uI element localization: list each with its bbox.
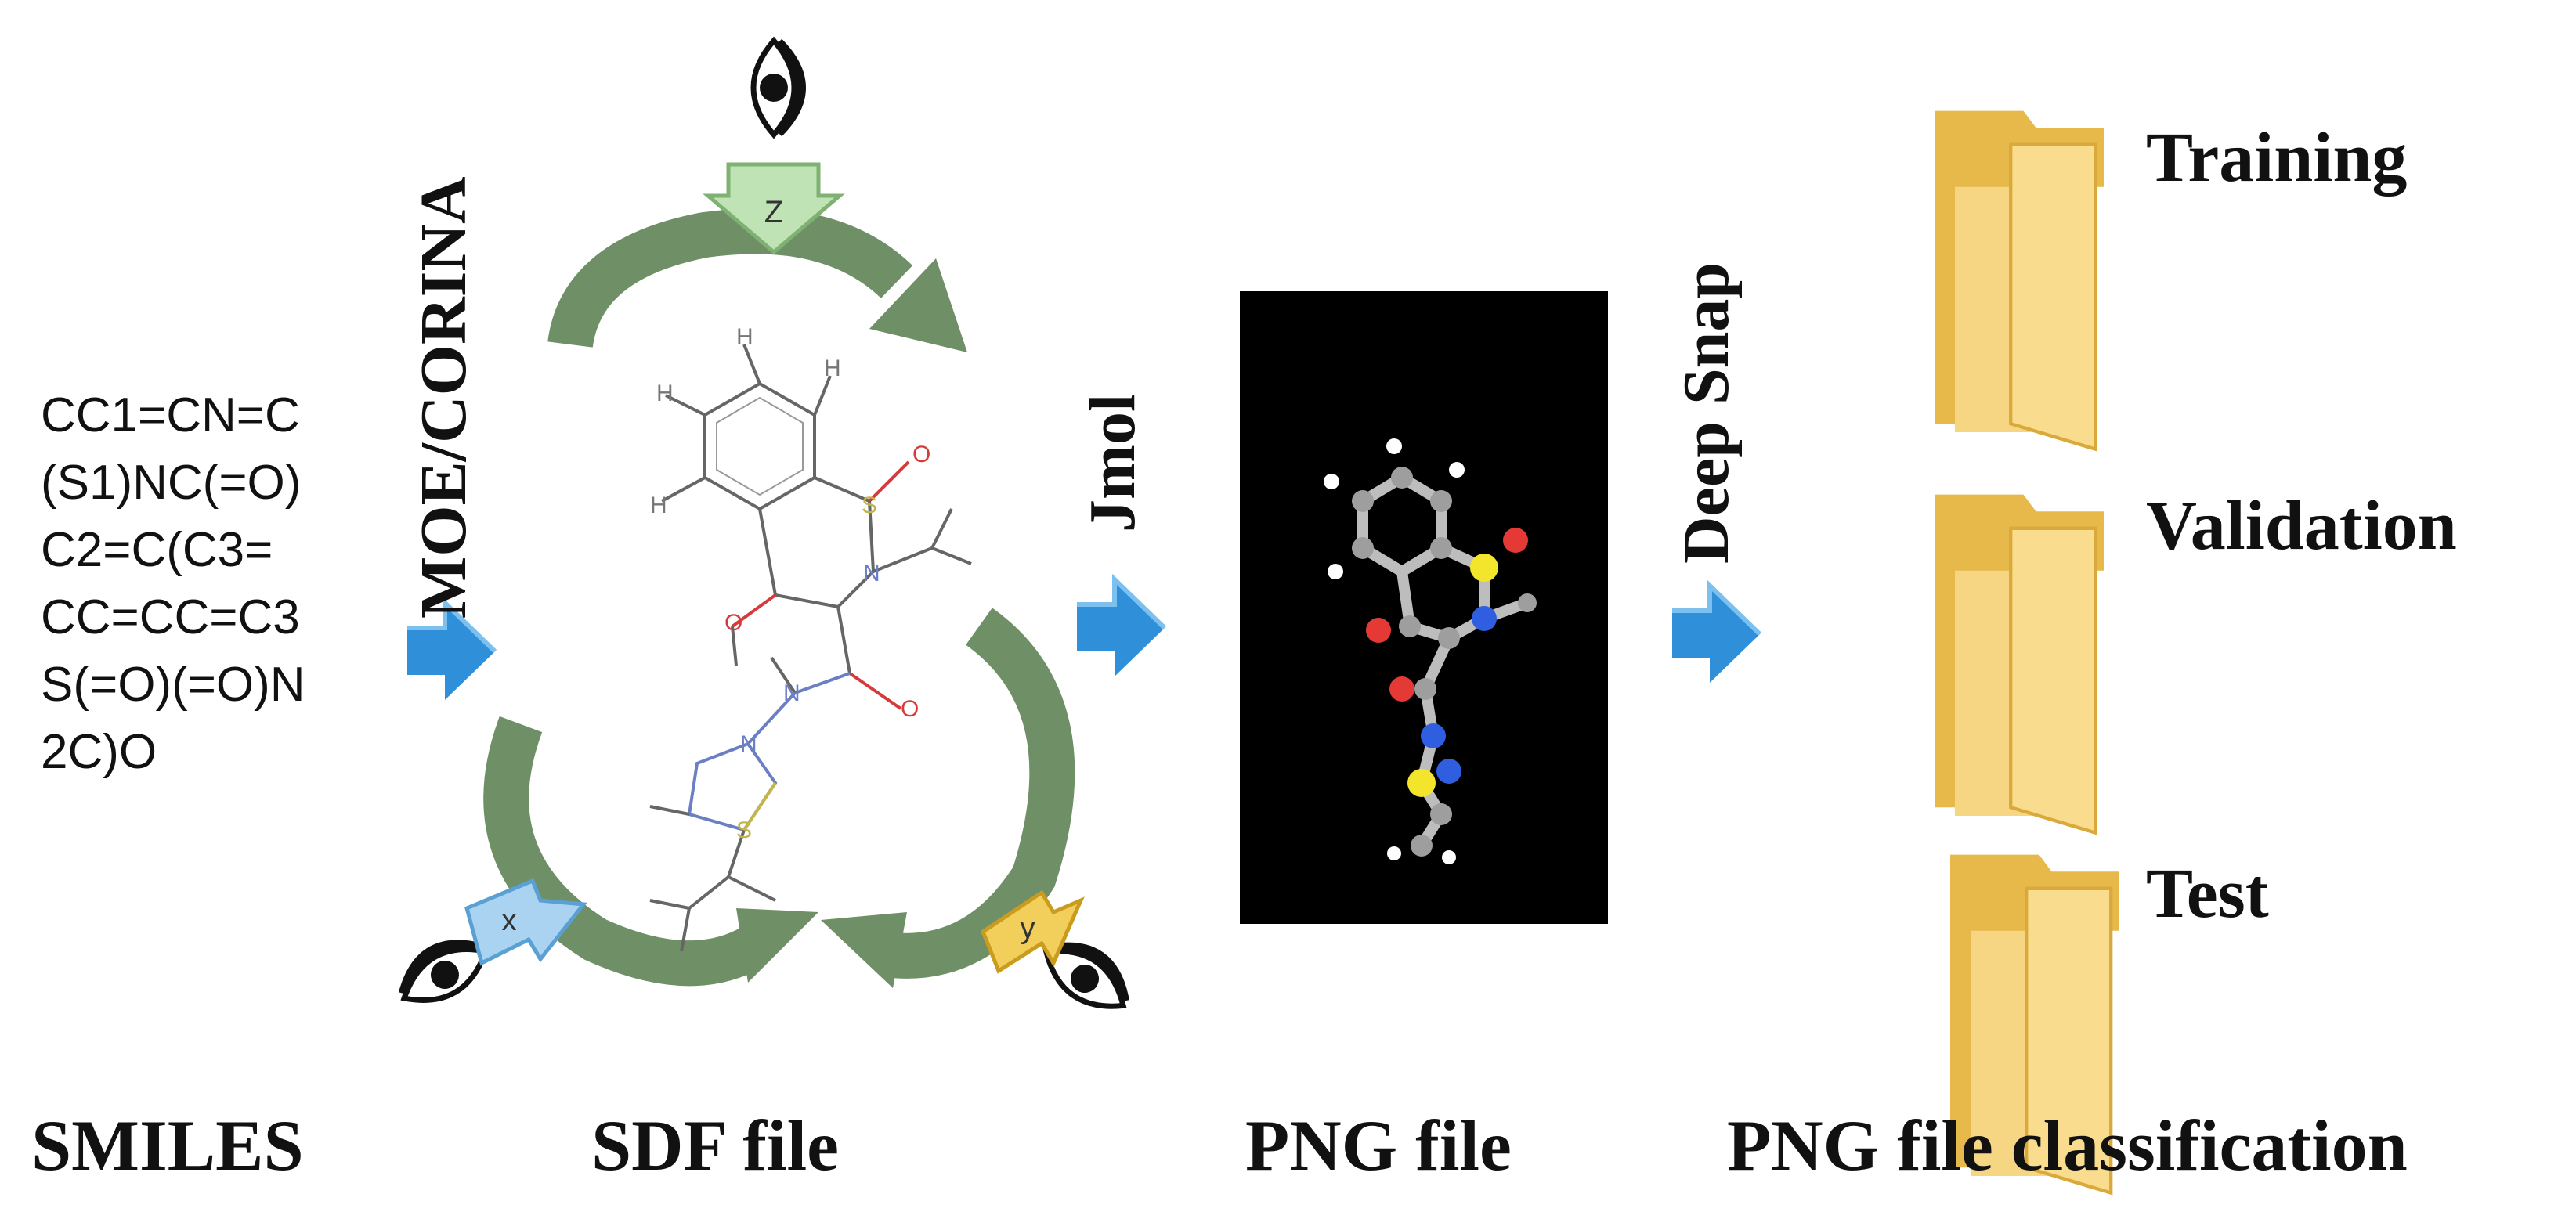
atom-label-hydrogen: H (650, 492, 667, 518)
sdf-molecule (649, 344, 972, 952)
smiles-line: CC1=CN=C (41, 388, 300, 442)
caption-png-classification: PNG file classification (1727, 1106, 2408, 1185)
smiles-line: 2C)O (41, 725, 157, 779)
eye-icon (753, 41, 801, 135)
atom-label-hydrogen: H (824, 355, 841, 381)
atom-label-sulfur: S (862, 492, 877, 518)
folder-label-validation: Validation (2146, 487, 2457, 565)
folder-icon (1935, 111, 2104, 449)
viewpoint-x-label: x (502, 904, 517, 937)
atom-label-sulfur: S (736, 817, 752, 843)
tool-label-jmol: Jmol (1076, 393, 1149, 532)
smiles-line: C2=C(C3= (41, 523, 273, 577)
folder-icon (1935, 495, 2104, 833)
viewpoint-z-label: Z (764, 195, 783, 229)
rotation-arrow-left (483, 716, 818, 987)
smiles-string: CC1=CN=C (S1)NC(=O) C2=C(C3= CC=CC=C3 S(… (41, 382, 305, 786)
smiles-line: CC=CC=C3 (41, 590, 300, 644)
caption-png-file: PNG file (1245, 1106, 1512, 1185)
png-render (1240, 291, 1608, 924)
flow-arrow-2 (1077, 579, 1165, 676)
folder-label-test: Test (2146, 855, 2269, 932)
atom-label-hydrogen: H (736, 324, 753, 350)
rotation-arrow-top (547, 208, 967, 352)
viewpoint-z: Z (703, 41, 845, 255)
smiles-line: (S1)NC(=O) (41, 456, 302, 510)
atom-label-oxygen: O (912, 442, 930, 467)
viewpoint-y-label: y (1021, 912, 1035, 945)
atom-label-oxygen: O (724, 610, 742, 636)
sdf-atom-labels: S O N O O N N S H H H H (650, 324, 930, 843)
atom-label-oxygen: O (901, 696, 919, 722)
atom-label-nitrogen: N (740, 731, 757, 757)
flow-arrow-3 (1672, 586, 1760, 683)
rotation-arrow-right (821, 608, 1075, 988)
atom-label-nitrogen: N (863, 561, 880, 586)
viewpoint-y: y (980, 889, 1139, 1023)
viewpoint-x: x (391, 878, 587, 1016)
smiles-line: S(=O)(=O)N (41, 658, 305, 712)
atom-label-hydrogen: H (656, 381, 674, 406)
tool-label-deep-snap: Deep Snap (1670, 262, 1743, 564)
atom-label-nitrogen: N (783, 680, 800, 706)
caption-sdf-file: SDF file (591, 1106, 839, 1185)
folder-label-training: Training (2146, 119, 2408, 197)
tool-label-moe-corina: MOE/CORINA (407, 176, 480, 619)
caption-smiles: SMILES (31, 1106, 304, 1185)
